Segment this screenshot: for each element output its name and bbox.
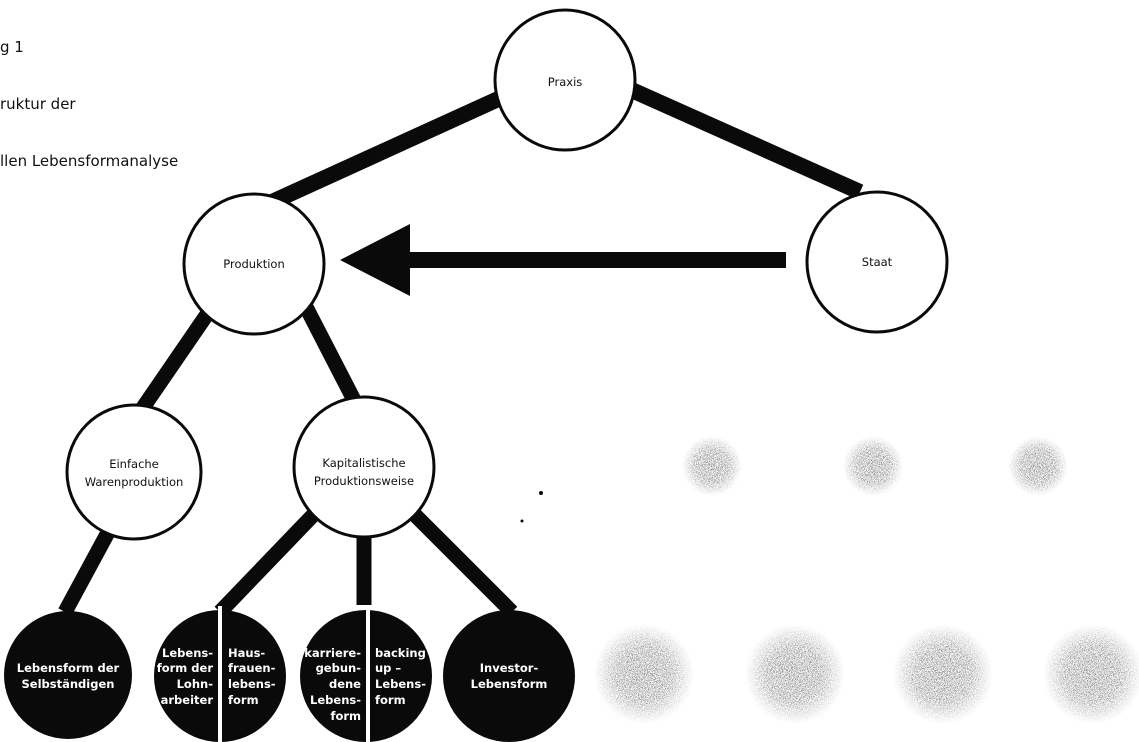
leaf-investor-label-1: Investor-	[480, 661, 539, 675]
node-einfache: Einfache Warenproduktion	[65, 403, 203, 541]
leaf-lohnarbeiter-label-1: Lebens-	[162, 646, 213, 660]
node-einfache-label-2: Warenproduktion	[85, 475, 184, 489]
caption-line-2: ruktur der	[0, 95, 76, 113]
node-einfache-circle	[65, 403, 203, 541]
leaf-lohnarbeiter-label-2: form der	[157, 661, 214, 675]
node-staat: Staat	[805, 190, 949, 334]
leaf-lohnarbeiter-label-3: Lohn-	[177, 677, 214, 691]
edge-kapitalistische-lohnarbeit	[214, 504, 324, 618]
edge-praxis-staat	[621, 79, 864, 200]
leaf-karriere-label-5: form	[330, 709, 361, 723]
leaf-hausfrauen-label-1: Haus-	[228, 646, 265, 660]
arrow-head	[340, 224, 410, 296]
leaf-lohnarbeiter-label-4: arbeiter	[161, 693, 214, 707]
node-staat-circle	[805, 190, 949, 334]
leaf-selbstaendigen: Lebensform der Selbständigen	[4, 611, 132, 739]
node-praxis: Praxis	[493, 8, 637, 152]
blob-group-small	[682, 436, 1068, 496]
leaf-karriere-divider	[366, 606, 370, 742]
node-kapitalistische-label-1: Kapitalistische	[322, 456, 405, 470]
grain-blob-small-3	[1008, 436, 1068, 496]
leaf-investor-circle	[443, 610, 575, 742]
leaf-selbstaendigen-label-2: Selbständigen	[22, 677, 115, 691]
leaf-hausfrauen-label-3: lebens-	[228, 677, 276, 691]
node-praxis-circle	[493, 8, 637, 152]
node-produktion-circle	[182, 192, 326, 336]
edge-einfache-selbstaendigen	[58, 521, 119, 616]
caption-line-1: g 1	[0, 38, 24, 56]
leaf-karriere-backing: karriere- gebun- dene Lebens- form backi…	[300, 606, 432, 742]
leaf-karriere-label-3: dene	[329, 677, 361, 691]
grain-blob-large-3	[893, 624, 993, 724]
leaf-backing-label-3: Lebens-	[375, 677, 426, 691]
edge-produktion-kapitalistische	[298, 301, 362, 406]
grain-blob-large-2	[745, 624, 845, 724]
arrow-shaft	[400, 252, 786, 268]
node-produktion-label: Produktion	[223, 257, 285, 271]
edge-produktion-einfache	[133, 305, 217, 417]
node-einfache-label-1: Einfache	[109, 457, 159, 471]
leaf-selbstaendigen-label-1: Lebensform der	[17, 661, 120, 675]
caption-line-3: llen Lebensformanalyse	[0, 152, 179, 170]
tree-edges	[58, 79, 864, 618]
edge-kapitalistische-investor	[404, 504, 518, 618]
leaf-lohnarbeit-hausfrauen: Lebens- form der Lohn- arbeiter Haus- fr…	[154, 606, 286, 742]
leaf-karriere-label-1: karriere-	[304, 646, 361, 660]
node-kapitalistische-circle	[292, 395, 436, 539]
leaf-backing-label-1: backing	[375, 646, 426, 660]
node-staat-label: Staat	[862, 255, 893, 269]
leaf-backing-label-2: up –	[375, 661, 401, 675]
node-kapitalistische-label-2: Produktionsweise	[314, 474, 414, 488]
leaf-hausfrauen-label-2: frauen-	[228, 661, 276, 675]
blob-group-large	[594, 624, 1139, 724]
leaf-backing-label-4: form	[375, 693, 406, 707]
grain-blob-small-2	[843, 436, 903, 496]
stray-dot	[539, 491, 543, 495]
grain-blob-large-1	[594, 624, 694, 724]
leaf-selbstaendigen-circle	[4, 611, 132, 739]
arrow-staat-to-produktion	[340, 224, 786, 296]
node-praxis-label: Praxis	[548, 75, 583, 89]
leaf-hausfrauen-label-4: form	[228, 693, 259, 707]
figure-caption: g 1 ruktur der llen Lebensformanalyse	[0, 0, 178, 190]
node-kapitalistische: Kapitalistische Produktionsweise	[292, 395, 436, 539]
leaf-investor: Investor- Lebensform	[443, 610, 575, 742]
stray-dot	[520, 519, 524, 523]
leaf-karriere-label-2: gebun-	[316, 661, 362, 675]
grain-blob-small-1	[682, 436, 742, 496]
grain-blob-large-4	[1043, 624, 1139, 724]
node-produktion: Produktion	[182, 192, 326, 336]
leaf-investor-label-2: Lebensform	[471, 677, 548, 691]
leaf-karriere-label-4: Lebens-	[310, 693, 361, 707]
edge-praxis-produktion	[246, 87, 511, 220]
leaf-lohnarbeit-divider	[218, 606, 222, 742]
